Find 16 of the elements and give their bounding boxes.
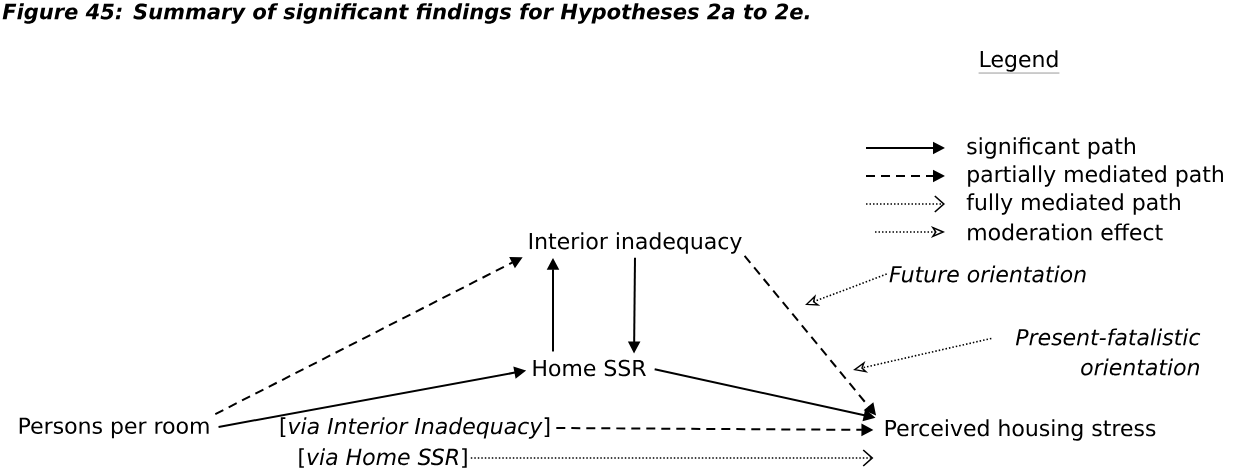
arrow: [805, 273, 888, 306]
variable-label: [via Interior Inadequacy]: [280, 417, 550, 439]
variable-label: [via Home SSR]: [299, 448, 467, 468]
arrow: [470, 449, 874, 467]
legend-text: moderation effect: [968, 223, 1163, 241]
variable-label: Interior inadequacy: [529, 232, 742, 254]
legend-text: partially mediated path: [968, 165, 1223, 187]
variable-label: Perceived housing stress: [885, 419, 1156, 441]
legend-heading: Legend: [978, 50, 1060, 74]
legend-text: fully mediated path: [966, 193, 1180, 215]
figure-title: Figure 45: Summary of significant findings for Hypotheses 2a to 2e.: [2, 3, 809, 24]
variable-label: Home SSR: [533, 359, 646, 377]
legend-text: significant path: [967, 137, 1135, 159]
variable-label: Present-fatalistic orientation: [1015, 328, 1201, 376]
variable-label: Persons per room: [19, 417, 209, 439]
variable-label: Future orientation: [889, 265, 1086, 283]
